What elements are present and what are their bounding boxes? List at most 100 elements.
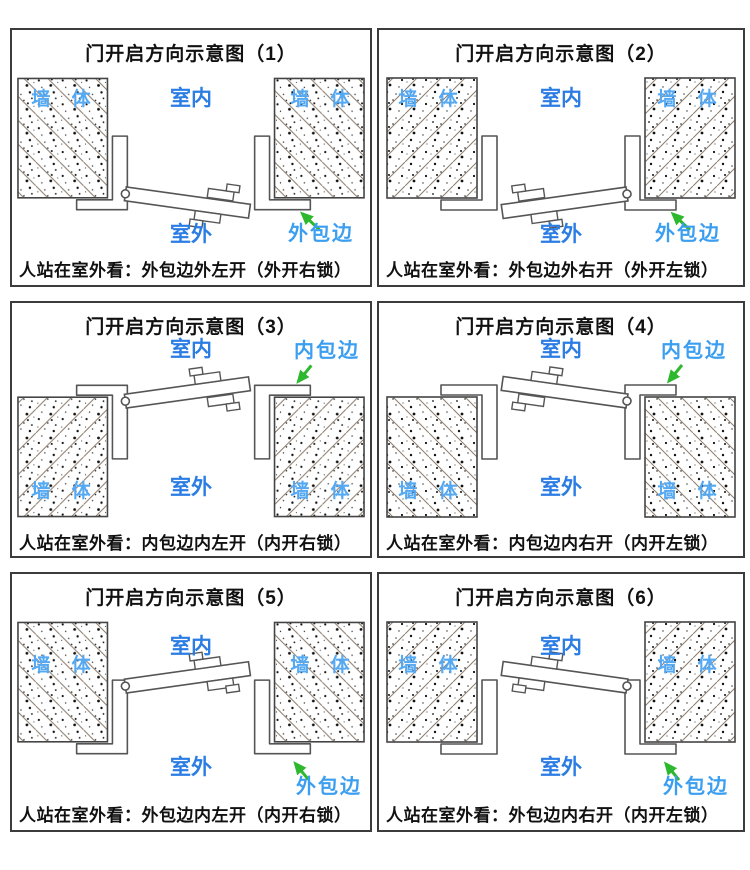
- door-diagram-graphic: [386, 77, 736, 232]
- door-diagram: 墙 体 墙 体 室内 室外 外包边: [379, 66, 743, 256]
- wall-left: [644, 396, 736, 518]
- label-wall-right: 墙 体: [290, 89, 358, 110]
- label-wall-right: 墙 体: [657, 481, 725, 502]
- panel-caption: 人站在室外看：内包边内右开（内开左锁）: [386, 534, 719, 553]
- label-indoor: 室内: [170, 338, 212, 361]
- label-outdoor: 室外: [540, 756, 582, 779]
- label-wall-right: 墙 体: [657, 89, 725, 110]
- door-frame-right: [253, 679, 312, 755]
- door-leaf: [500, 183, 632, 229]
- door-frame-right: [440, 384, 498, 460]
- panel-title: 门开启方向示意图（1）: [85, 44, 297, 65]
- door-frame-right: [440, 679, 498, 755]
- door-diagram: 墙 体 墙 体 室内 室外 内包边: [12, 339, 370, 529]
- door-leaf: [500, 366, 632, 412]
- label-wall-left: 墙 体: [398, 481, 466, 502]
- label-outdoor: 室外: [540, 476, 582, 499]
- label-wall-left: 墙 体: [398, 89, 466, 110]
- panel-title: 门开启方向示意图（5）: [85, 588, 297, 609]
- label-outdoor: 室外: [170, 476, 212, 499]
- label-indoor: 室内: [540, 338, 582, 361]
- label-edge-trim: 外包边: [655, 223, 721, 245]
- label-edge-trim: 外包边: [663, 776, 729, 798]
- diagram-panel-6: 门开启方向示意图（6） 墙 体 墙 体 室内 室外 外包边 人站在室外看：外包边…: [377, 572, 745, 832]
- door-frame-right: [253, 135, 312, 211]
- label-wall-right: 墙 体: [657, 655, 725, 676]
- edge-pointer-arrow-icon: [299, 211, 321, 231]
- door-frame-left: [75, 135, 129, 211]
- wall-right: [386, 621, 478, 743]
- label-edge-trim: 外包边: [288, 223, 354, 245]
- wall-right: [386, 77, 478, 199]
- label-wall-left: 墙 体: [31, 655, 99, 676]
- edge-pointer-arrow-icon: [670, 211, 692, 232]
- door-diagram: 墙 体 墙 体 室内 室外 外包边: [12, 610, 370, 800]
- label-wall-left: 墙 体: [398, 655, 466, 676]
- door-diagram: 墙 体 墙 体 室内 室外 内包边: [379, 339, 743, 529]
- door-diagram: 墙 体 墙 体 室内 室外 外包边: [12, 66, 370, 256]
- door-leaf: [120, 651, 252, 694]
- label-indoor: 室内: [170, 87, 212, 110]
- hinge-icon: [622, 396, 632, 406]
- wall-left: [17, 621, 109, 743]
- door-diagram-graphic: [386, 364, 736, 518]
- label-wall-right: 墙 体: [290, 655, 358, 676]
- panel-title: 门开启方向示意图（2）: [455, 44, 667, 65]
- diagram-panel-5: 门开启方向示意图（5） 墙 体 墙 体 室内 室外 外包边 人站在室外看：外包边…: [10, 572, 372, 832]
- wall-left: [17, 396, 109, 518]
- door-leaf: [500, 651, 632, 694]
- wall-left: [17, 77, 109, 199]
- label-wall-left: 墙 体: [31, 481, 99, 502]
- diagram-panel-3: 门开启方向示意图（3） 墙 体 墙 体 室内 室外 内包边 人站在室外看：内包边…: [10, 301, 372, 558]
- door-leaf: [120, 366, 252, 412]
- label-edge-trim: 内包边: [294, 340, 360, 362]
- label-indoor: 室内: [540, 635, 582, 658]
- wall-right: [273, 77, 365, 199]
- door-diagram-graphic: [17, 77, 365, 231]
- label-indoor: 室内: [170, 635, 212, 658]
- hinge-icon: [120, 189, 131, 199]
- hinge-icon: [120, 681, 131, 691]
- label-edge-trim: 外包边: [296, 776, 362, 798]
- hinge-icon: [622, 681, 632, 691]
- door-diagram-graphic: [386, 621, 736, 781]
- wall-right: [273, 621, 365, 743]
- door-frame-right: [440, 135, 498, 211]
- door-leaf: [120, 183, 252, 229]
- diagram-panel-4: 门开启方向示意图（4） 墙 体 墙 体 室内 室外 内包边 人站在室外看：内包边…: [377, 301, 745, 558]
- panel-title: 门开启方向示意图（6）: [455, 588, 667, 609]
- hinge-icon: [120, 396, 131, 406]
- label-outdoor: 室外: [540, 223, 582, 246]
- diagram-panel-2: 门开启方向示意图（2） 墙 体 墙 体 室内 室外 外包边 人站在室外看：外包边…: [377, 28, 745, 287]
- label-wall-left: 墙 体: [31, 89, 99, 110]
- edge-pointer-arrow-icon: [293, 761, 310, 781]
- diagram-grid: 门开启方向示意图（1） 墙 体 墙 体 室内 室外 外包边 人站在室外看：外包边…: [10, 28, 745, 832]
- diagram-panel-1: 门开启方向示意图（1） 墙 体 墙 体 室内 室外 外包边 人站在室外看：外包边…: [10, 28, 372, 287]
- door-diagram-graphic: [17, 621, 365, 781]
- door-frame-right: [253, 384, 312, 460]
- label-outdoor: 室外: [170, 223, 212, 246]
- door-diagram: 墙 体 墙 体 室内 室外 外包边: [379, 610, 743, 800]
- edge-pointer-arrow-icon: [663, 761, 681, 781]
- panel-title: 门开启方向示意图（4）: [455, 317, 667, 338]
- wall-right: [386, 396, 478, 518]
- label-wall-right: 墙 体: [290, 481, 358, 502]
- panel-caption: 人站在室外看：外包边内右开（内开左锁）: [386, 805, 719, 825]
- panel-title: 门开启方向示意图（3）: [85, 317, 297, 338]
- label-edge-trim: 内包边: [661, 340, 727, 362]
- hinge-icon: [622, 189, 632, 199]
- label-outdoor: 室外: [170, 756, 212, 779]
- panel-caption: 人站在室外看：外包边内左开（内开右锁）: [19, 805, 352, 825]
- edge-pointer-arrow-icon: [666, 364, 684, 384]
- label-indoor: 室内: [540, 87, 582, 110]
- door-frame-left: [624, 135, 677, 211]
- edge-pointer-arrow-icon: [296, 364, 313, 384]
- panel-caption: 人站在室外看：外包边外左开（外开右锁）: [19, 261, 352, 280]
- wall-left: [644, 621, 736, 743]
- panel-caption: 人站在室外看：外包边外右开（外开左锁）: [386, 261, 719, 280]
- door-frame-left: [624, 384, 677, 460]
- door-diagram-graphic: [17, 364, 365, 518]
- door-frame-left: [75, 384, 129, 460]
- wall-right: [273, 396, 365, 518]
